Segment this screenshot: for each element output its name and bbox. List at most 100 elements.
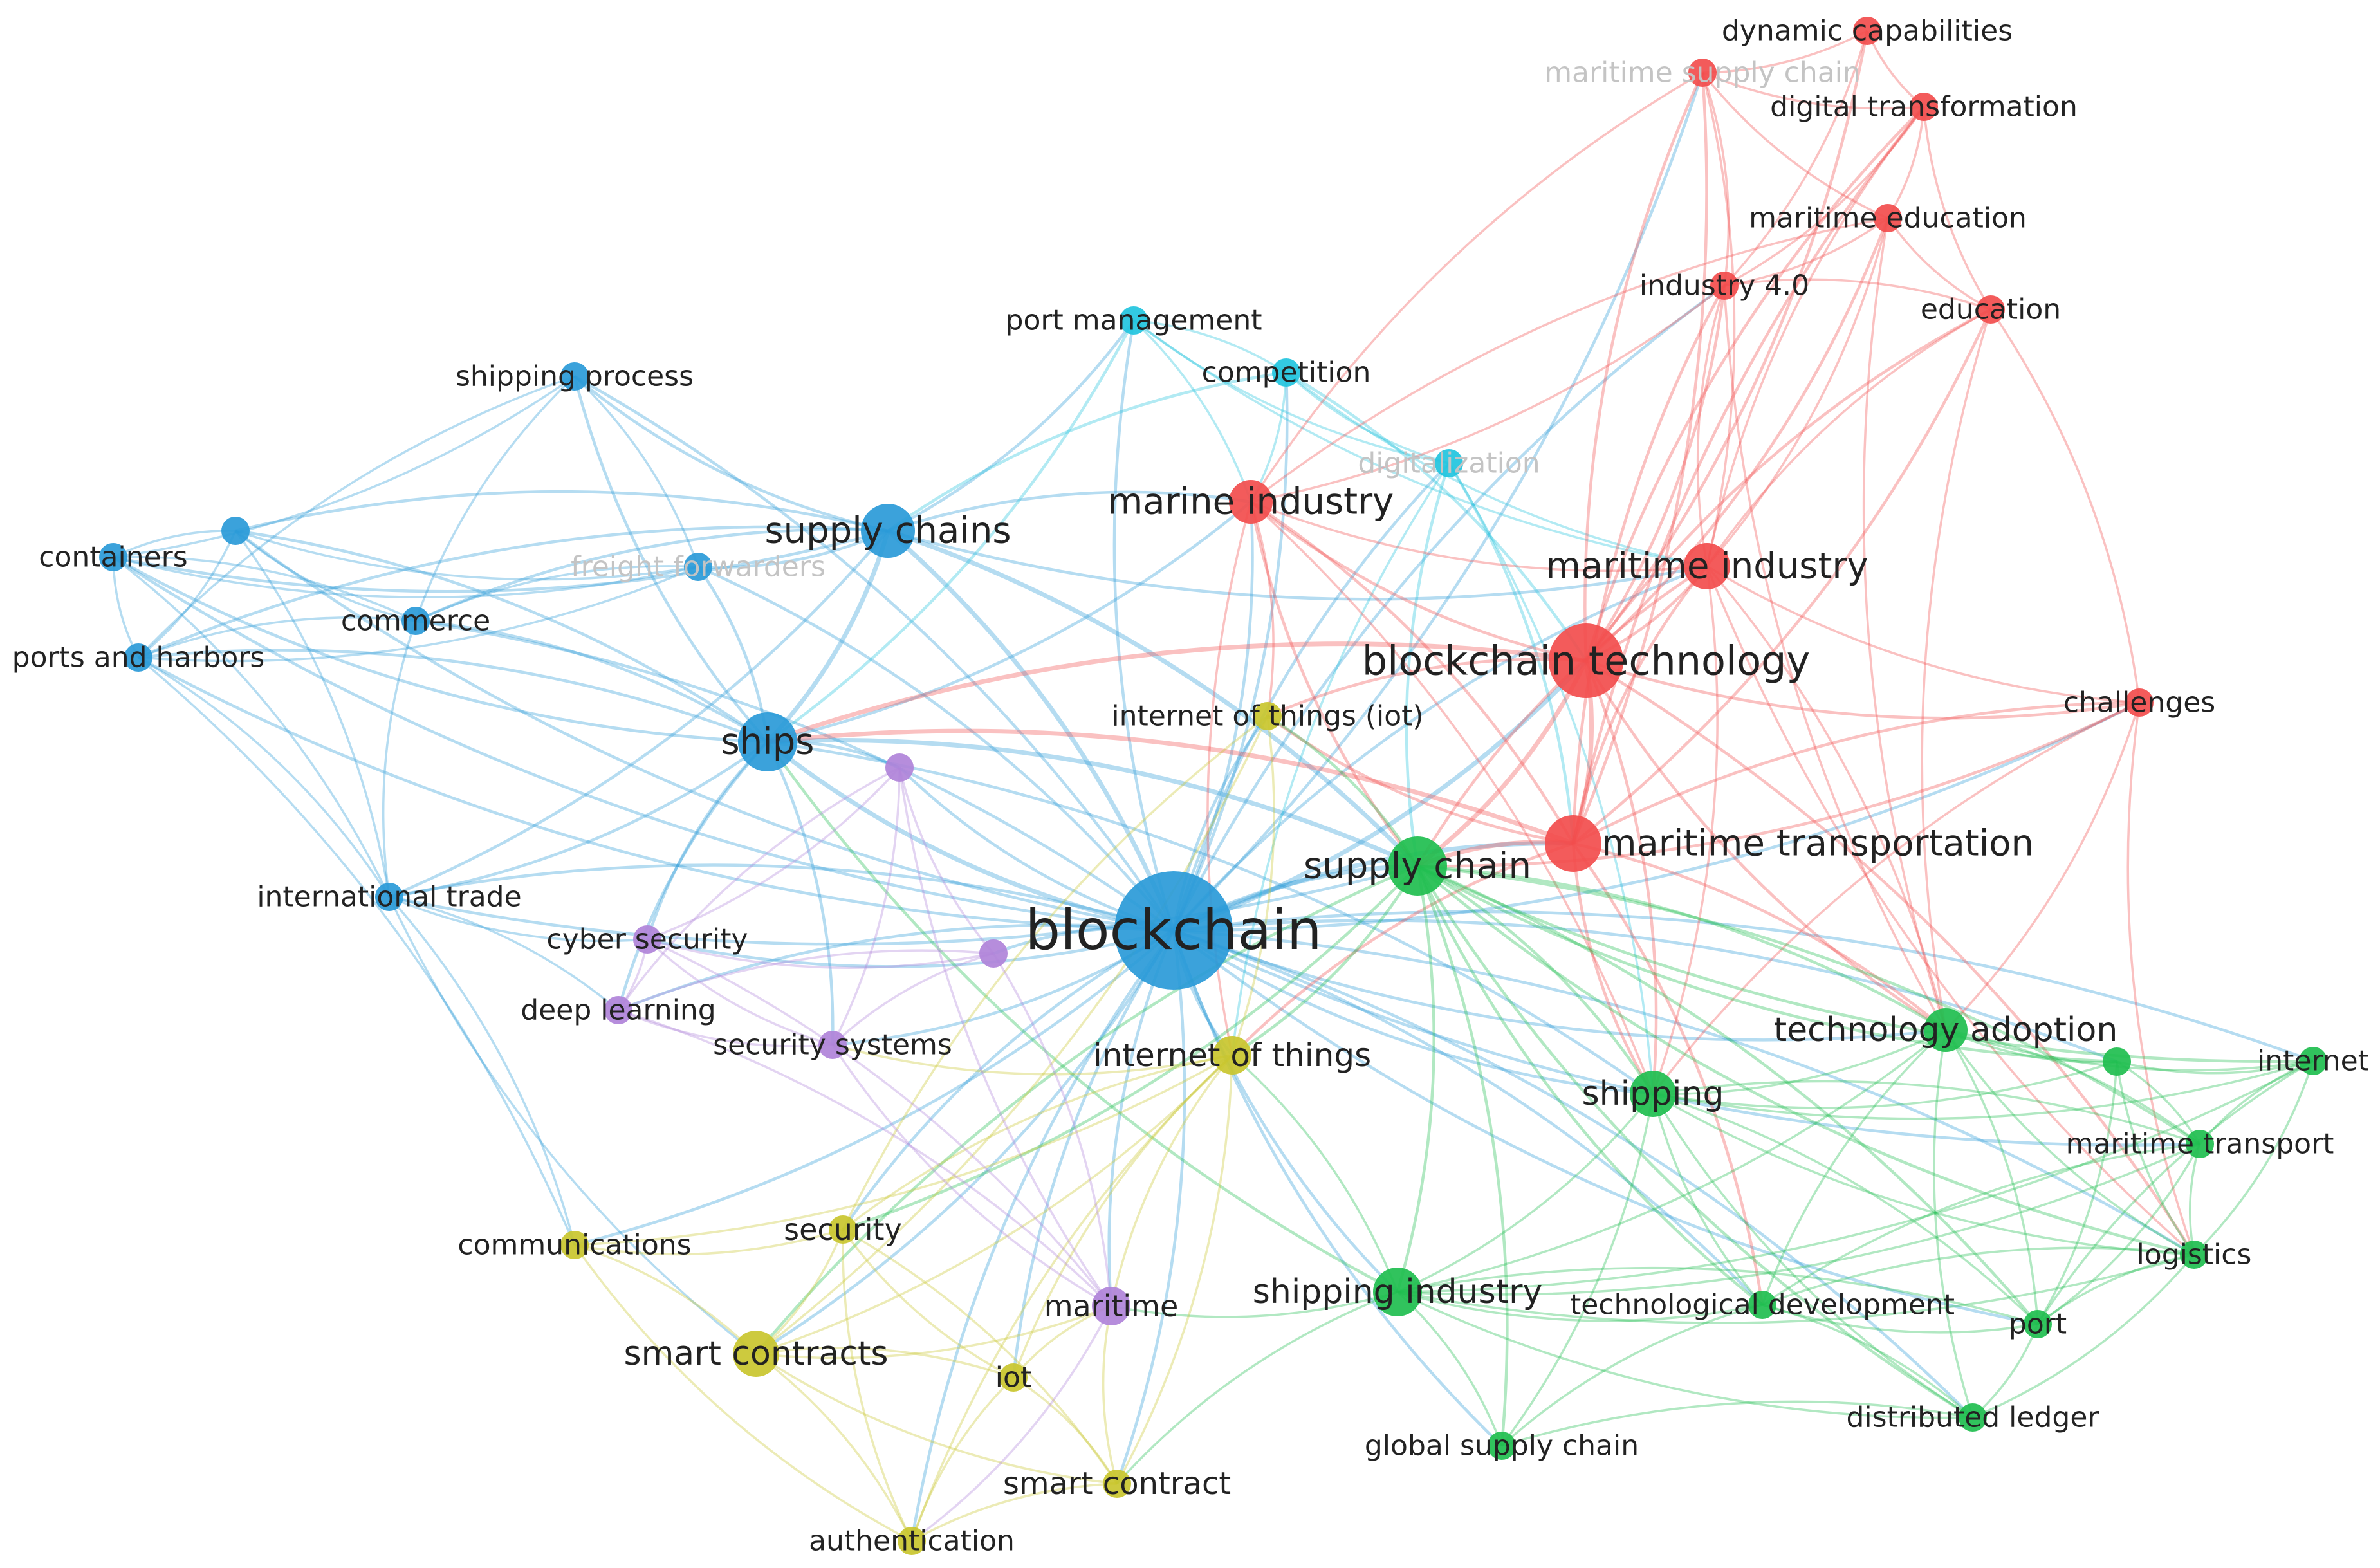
node-maritime-industry[interactable] [1684, 543, 1730, 589]
node-digitalization[interactable] [1435, 449, 1463, 477]
node-blockchain-technology[interactable] [1549, 623, 1623, 698]
node-marine-industry[interactable] [1229, 480, 1273, 524]
label-cyber-security: cyber security [547, 923, 748, 956]
node-green-unlabeled[interactable] [2103, 1047, 2131, 1076]
node-purple-unlabeled-a[interactable] [885, 753, 914, 782]
node-purple-unlabeled-b[interactable] [979, 939, 1008, 968]
link-maritime_education-education [1886, 217, 1991, 311]
link-containers-freight_forwarders [113, 556, 699, 599]
label-ports-and-harbors: ports and harbors [12, 641, 265, 674]
link-technology_adoption-green_unlabeled [1945, 1029, 2117, 1064]
label-smart-contract: smart contract [1003, 1466, 1231, 1502]
node-maritime[interactable] [1092, 1287, 1130, 1325]
node-shipping-industry[interactable] [1373, 1268, 1422, 1316]
node-internet-of-things-iot[interactable] [1253, 702, 1282, 730]
link-ships-commerce [415, 619, 769, 743]
link-supply_chain-green_unlabeled [1416, 865, 2117, 1064]
node-dynamic-capabilities[interactable] [1853, 17, 1881, 45]
link-green_unlabeled-logistics [2116, 1061, 2195, 1256]
node-maritime-transportation[interactable] [1545, 815, 1601, 872]
link-technology_adoption-technological_development [1761, 1029, 1947, 1305]
link-maritime_transportation-challenges [1572, 701, 2140, 845]
node-industry-4-0[interactable] [1710, 272, 1739, 300]
node-freight-forwarders[interactable] [684, 553, 712, 581]
node-iot[interactable] [999, 1363, 1028, 1392]
link-smart_contracts-authentication [755, 1352, 913, 1542]
node-technological-development[interactable] [1748, 1291, 1776, 1319]
link-maritime_industry-education [1706, 308, 1991, 567]
link-communications-smart_contracts [574, 1244, 757, 1355]
link-blockchain-global_supply_chain [1172, 930, 1503, 1447]
node-shipping-process[interactable] [560, 362, 589, 391]
node-competition[interactable] [1272, 358, 1300, 387]
label-digitalization: digitalization [1358, 447, 1540, 480]
link-purple_unlabeled_b-security_systems [831, 952, 994, 1046]
node-technology-adoption[interactable] [1924, 1008, 1968, 1052]
node-containers[interactable] [99, 543, 127, 571]
link-shipping_industry-maritime [1111, 1291, 1398, 1318]
link-blockchain-industry_4_0 [1172, 284, 1726, 932]
link-marine_industry-maritime_supply_chain [1250, 71, 1703, 503]
node-maritime-education[interactable] [1874, 204, 1902, 232]
link-dynamic_capabilities-maritime_supply_chain [1702, 30, 1868, 74]
node-global-supply-chain[interactable] [1488, 1432, 1516, 1460]
link-supply_chain-smart_contracts [755, 864, 1418, 1355]
link-blockchain-shipping_process [573, 375, 1175, 932]
node-deep-learning[interactable] [604, 996, 632, 1024]
link-blockchain-shipping_industry [1172, 930, 1399, 1293]
node-maritime-supply-chain[interactable] [1688, 59, 1717, 87]
node-cyber-security[interactable] [633, 925, 661, 954]
link-digital_transformation-maritime_education [1886, 106, 1925, 219]
link-port_management-competition [1133, 319, 1287, 374]
link-logistics-distributed_ledger [1972, 1253, 2195, 1419]
link-blockchain-deep_learning [618, 923, 1174, 1012]
link-supply_chains-international_trade [389, 530, 889, 899]
link-ships-supply_chain [767, 738, 1419, 869]
link-supply_chains-blue_unlabeled [235, 490, 889, 533]
node-internet[interactable] [2299, 1047, 2327, 1075]
link-shipping-global_supply_chain [1500, 1093, 1654, 1447]
node-security-systems[interactable] [818, 1031, 847, 1059]
node-supply-chain[interactable] [1388, 836, 1447, 896]
link-green_unlabeled-internet [2116, 1060, 2314, 1075]
link-supply_chains-containers [113, 529, 889, 593]
node-security[interactable] [829, 1215, 857, 1244]
link-blockchain_technology-challenges [1585, 659, 2140, 720]
node-commerce[interactable] [401, 607, 430, 635]
link-blockchain-communications [574, 929, 1175, 1247]
node-logistics[interactable] [2180, 1241, 2208, 1269]
label-blockchain: blockchain [1025, 898, 1322, 963]
node-blockchain[interactable] [1114, 871, 1233, 990]
link-maritime_industry-industry_4_0 [1696, 285, 1726, 567]
link-technology_adoption-port [1944, 1029, 2039, 1325]
node-maritime-transport[interactable] [2186, 1130, 2214, 1158]
node-layer [99, 17, 2327, 1555]
label-education: education [1921, 293, 2061, 326]
link-supply_chain-internet_of_things [1231, 865, 1419, 1056]
label-authentication: authentication [809, 1525, 1015, 1558]
node-international-trade[interactable] [375, 883, 403, 911]
link-ships-deep_learning [616, 741, 769, 1011]
node-shipping[interactable] [1630, 1071, 1676, 1117]
node-blue-unlabeled[interactable] [221, 517, 250, 545]
node-communications[interactable] [560, 1231, 589, 1259]
link-logistics-technological_development [1762, 1246, 2195, 1306]
link-purple_unlabeled_a-deep_learning [617, 766, 900, 1011]
node-education[interactable] [1977, 295, 2005, 324]
node-ports-and-harbors[interactable] [124, 643, 152, 672]
node-distributed-ledger[interactable] [1959, 1403, 1987, 1432]
node-internet-of-things[interactable] [1213, 1036, 1251, 1075]
node-smart-contracts[interactable] [733, 1331, 779, 1377]
node-authentication[interactable] [898, 1527, 926, 1555]
node-supply-chains[interactable] [861, 504, 915, 558]
link-supply_chains-commerce [415, 528, 889, 623]
node-port-management[interactable] [1120, 306, 1148, 335]
node-port[interactable] [2024, 1310, 2052, 1338]
node-ships[interactable] [738, 712, 797, 771]
node-smart-contract[interactable] [1103, 1470, 1131, 1498]
node-challenges[interactable] [2125, 688, 2154, 717]
link-internet-logistics [2193, 1060, 2314, 1256]
node-digital-transformation[interactable] [1910, 93, 1938, 121]
label-iot: iot [995, 1361, 1031, 1394]
